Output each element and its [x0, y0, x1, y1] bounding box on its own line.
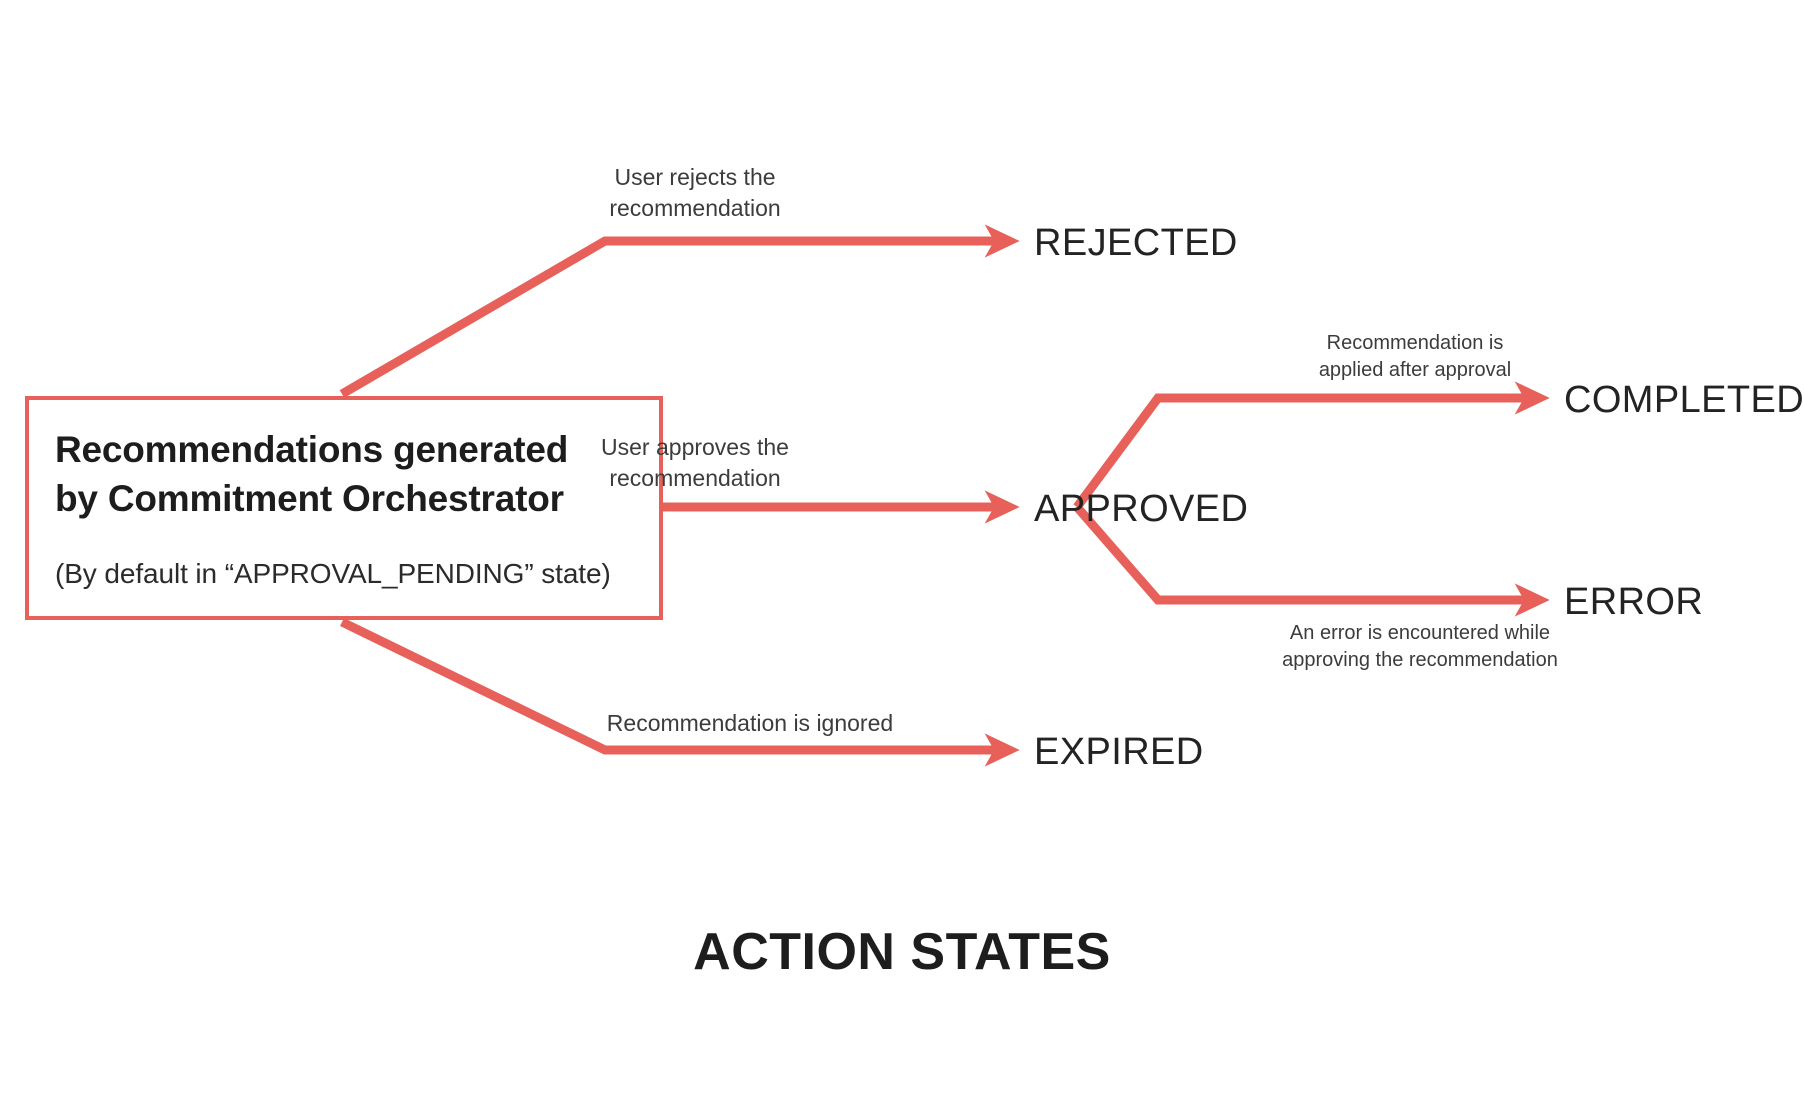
edge-label-to-expired: Recommendation is ignored [606, 710, 894, 736]
source-node-title-line-1: Recommendations generated [55, 429, 569, 470]
state-rejected: REJECTED [1034, 222, 1238, 264]
edge-label-to-error: An error is encountered while approving … [1282, 622, 1558, 671]
edge-label-to-completed: Recommendation is applied after approval [1318, 332, 1512, 381]
diagram-title: ACTION STATES [693, 923, 1111, 981]
edge-label-to-approved: User approves the recommendation [601, 434, 789, 491]
source-node-title-line-2: by Commitment Orchestrator [55, 477, 564, 519]
source-node-title: Recommendations generated by Commitment … [55, 426, 633, 524]
edge-to-rejected [339, 224, 1020, 398]
state-completed: COMPLETED [1564, 379, 1804, 421]
source-node-recommendations: Recommendations generated by Commitment … [25, 396, 663, 620]
edge-label-to-rejected: User rejects the recommendation [609, 164, 781, 221]
state-approved: APPROVED [1034, 488, 1249, 530]
source-node-subtitle: (By default in “APPROVAL_PENDING” state) [55, 558, 611, 589]
state-expired: EXPIRED [1034, 731, 1204, 773]
state-error: ERROR [1564, 581, 1704, 623]
